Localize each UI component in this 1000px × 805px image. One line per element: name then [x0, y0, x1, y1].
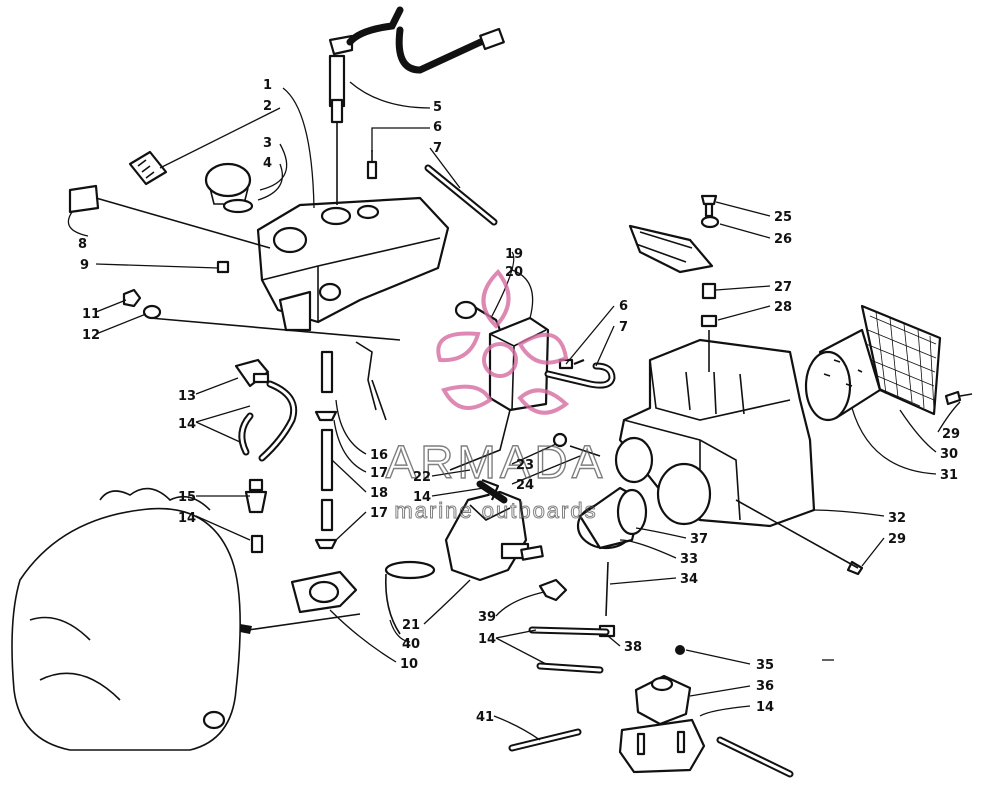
callout-label: 24 — [516, 478, 534, 493]
air-silencer — [614, 338, 816, 528]
callout-label: 30 — [940, 447, 958, 462]
screw-29-lower — [735, 499, 864, 576]
callout-label: 18 — [370, 486, 388, 501]
tank-bracket — [278, 290, 312, 332]
callout-label: 19 — [505, 247, 523, 262]
watermark-title: ARMADA — [386, 436, 607, 488]
callout-label: 33 — [680, 552, 698, 567]
injector-line — [449, 409, 511, 471]
callout-label: 41 — [476, 710, 494, 725]
leader-lines — [67, 81, 961, 741]
callout-label: 7 — [619, 320, 628, 335]
callout-label: 28 — [774, 300, 792, 315]
callout-label: 20 — [505, 265, 523, 280]
solenoid — [628, 224, 714, 274]
callout-label: 23 — [516, 458, 534, 473]
callout-label: 26 — [774, 232, 792, 247]
silencer-tube — [804, 328, 882, 422]
callout-label: 2 — [263, 99, 272, 114]
callout-label: 3 — [263, 136, 272, 151]
fuel-hoses-left — [238, 380, 298, 462]
callout-label: 31 — [940, 468, 958, 483]
watermark-logo — [436, 268, 570, 415]
carb-clamp — [384, 560, 436, 635]
callout-label: 14 — [478, 632, 496, 647]
callout-label: 27 — [774, 280, 792, 295]
callout-label: 9 — [80, 258, 89, 273]
watermark-subtitle: marine outboards — [394, 498, 597, 523]
flange-stud — [247, 613, 361, 631]
callout-label: 1 — [263, 78, 272, 93]
fuel-pump — [618, 645, 706, 774]
intake-flange — [290, 570, 358, 614]
center-fuel-line — [314, 350, 338, 550]
u-hose — [544, 362, 616, 389]
callout-label: 17 — [370, 466, 388, 481]
carburetor — [444, 478, 544, 582]
vent-hose — [424, 164, 498, 226]
callout-label: 22 — [413, 470, 431, 485]
intake-boot — [576, 486, 648, 550]
callout-label: 13 — [178, 389, 196, 404]
callout-label: 7 — [433, 141, 442, 156]
sender-unit — [328, 6, 505, 205]
oil-tank — [256, 196, 450, 324]
callout-label: 32 — [888, 511, 906, 526]
tank-decal — [128, 150, 168, 186]
callout-labels: 1 2 3 4 5 6 7 8 9 11 12 13 14 15 14 19 2… — [78, 78, 960, 725]
tank-cap — [204, 162, 254, 214]
callout-label: 38 — [624, 640, 642, 655]
callout-label: 14 — [178, 511, 196, 526]
nut-washer — [122, 288, 162, 320]
callout-label: 37 — [690, 532, 708, 547]
callout-label: 14 — [756, 700, 774, 715]
lower-hoses — [508, 626, 794, 778]
fuel-filter — [244, 478, 268, 554]
tank-strap-label — [68, 184, 271, 249]
fitting-6 — [366, 150, 378, 180]
bolt-washer-23-24 — [552, 432, 601, 457]
callout-label: 39 — [478, 610, 496, 625]
callout-label: 16 — [370, 448, 388, 463]
callout-label: 36 — [756, 679, 774, 694]
tank-mount-line — [149, 317, 401, 341]
callout-label: 6 — [433, 120, 442, 135]
callout-label: 4 — [263, 156, 272, 171]
engine-block — [11, 487, 241, 751]
callout-label: 17 — [370, 506, 388, 521]
callout-label: 15 — [178, 490, 196, 505]
callout-label: 40 — [402, 637, 420, 652]
bolt-25-28 — [700, 194, 720, 372]
callout-label: 35 — [756, 658, 774, 673]
callout-label: 5 — [433, 100, 442, 115]
screw-29 — [944, 390, 973, 406]
callout-label: 25 — [774, 210, 792, 225]
clamp-39 — [538, 578, 568, 602]
callout-label: 6 — [619, 299, 628, 314]
clip-34 — [605, 561, 609, 617]
callout-label: 8 — [78, 237, 87, 252]
callout-label: 29 — [942, 427, 960, 442]
silencer-screen — [860, 304, 942, 416]
callout-label: 10 — [400, 657, 418, 672]
callout-label: 11 — [82, 307, 100, 322]
callout-label: 21 — [402, 618, 420, 633]
check-valve-hose — [355, 341, 387, 421]
callout-label: 29 — [888, 532, 906, 547]
callout-label: 12 — [82, 328, 100, 343]
fuel-elbow — [234, 358, 270, 388]
callout-label: 14 — [413, 490, 431, 505]
callout-label: 34 — [680, 572, 698, 587]
callout-label: 14 — [178, 417, 196, 432]
grommet — [216, 260, 230, 274]
